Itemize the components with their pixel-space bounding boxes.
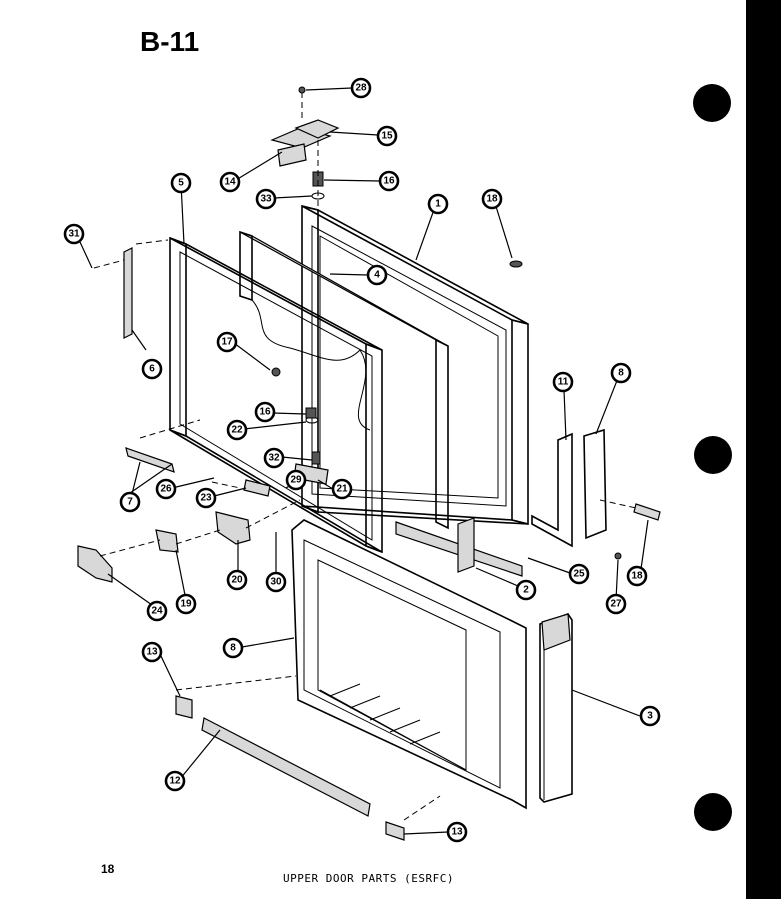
callout-23: 23 bbox=[195, 487, 217, 509]
page-number: 18 bbox=[101, 862, 115, 876]
callout-17: 17 bbox=[216, 331, 238, 353]
svg-text:6: 6 bbox=[149, 364, 155, 375]
punch-hole-bottom bbox=[694, 793, 732, 831]
svg-text:18: 18 bbox=[631, 571, 643, 582]
section-code: B-11 bbox=[140, 26, 200, 57]
punch-hole-middle bbox=[694, 436, 732, 474]
punch-hole-top bbox=[693, 84, 731, 122]
callout-5: 5 bbox=[170, 172, 192, 194]
svg-text:26: 26 bbox=[160, 484, 172, 495]
trim-clip bbox=[633, 503, 661, 521]
svg-text:8: 8 bbox=[230, 643, 236, 654]
svg-text:12: 12 bbox=[169, 776, 181, 787]
svg-text:15: 15 bbox=[381, 131, 393, 142]
callout-18-top: 18 bbox=[481, 188, 503, 210]
svg-text:13: 13 bbox=[451, 827, 463, 838]
svg-text:13: 13 bbox=[146, 647, 158, 658]
diagram-caption: UPPER DOOR PARTS (ESRFC) bbox=[283, 872, 454, 885]
door-gasket-frame bbox=[169, 236, 383, 554]
callout-27: 27 bbox=[605, 593, 627, 615]
side-trim-strip bbox=[123, 247, 133, 339]
lower-trim-bar bbox=[201, 717, 371, 817]
svg-text:4: 4 bbox=[374, 270, 380, 281]
callout-14: 14 bbox=[219, 171, 241, 193]
callout-18-right: 18 bbox=[626, 565, 648, 587]
top-hinge-assembly bbox=[270, 86, 340, 210]
screw-plug bbox=[509, 260, 523, 268]
lower-hinge-assembly bbox=[77, 367, 329, 583]
svg-text:1: 1 bbox=[435, 199, 441, 210]
svg-text:25: 25 bbox=[573, 569, 585, 580]
callout-33: 33 bbox=[255, 188, 277, 210]
svg-text:18: 18 bbox=[486, 194, 498, 205]
callout-29: 29 bbox=[285, 469, 307, 491]
lower-corner-cap bbox=[175, 695, 193, 719]
right-brace bbox=[583, 428, 607, 540]
side-panel bbox=[539, 613, 573, 803]
callout-30: 30 bbox=[265, 571, 287, 593]
callout-32: 32 bbox=[263, 447, 285, 469]
callout-7: 7 bbox=[119, 491, 141, 513]
callout-1: 1 bbox=[427, 193, 449, 215]
bottom-channel bbox=[457, 517, 475, 573]
callout-24: 24 bbox=[146, 600, 168, 622]
svg-text:3: 3 bbox=[647, 711, 653, 722]
right-bracket bbox=[531, 432, 573, 548]
callout-28: 28 bbox=[350, 77, 372, 99]
lower-end-cap bbox=[385, 821, 405, 841]
callout-13-bottom: 13 bbox=[446, 821, 468, 843]
callout-2: 2 bbox=[515, 579, 537, 601]
callout-6: 6 bbox=[141, 358, 163, 380]
callout-4: 4 bbox=[366, 264, 388, 286]
door-liner bbox=[291, 519, 527, 810]
callout-3: 3 bbox=[639, 705, 661, 727]
svg-text:14: 14 bbox=[224, 177, 236, 188]
callout-19: 19 bbox=[175, 593, 197, 615]
callout-12: 12 bbox=[164, 770, 186, 792]
callout-9: 8 bbox=[610, 362, 632, 384]
svg-text:31: 31 bbox=[68, 229, 80, 240]
callout-16-lower: 16 bbox=[254, 401, 276, 423]
svg-text:5: 5 bbox=[178, 178, 184, 189]
callout-13-left: 13 bbox=[141, 641, 163, 663]
svg-text:23: 23 bbox=[200, 493, 212, 504]
door-insulation bbox=[239, 230, 449, 530]
bottom-trim-strip bbox=[125, 447, 175, 473]
svg-text:8: 8 bbox=[618, 368, 624, 379]
svg-text:33: 33 bbox=[260, 194, 272, 205]
page-edge-bar bbox=[746, 0, 781, 899]
svg-text:32: 32 bbox=[268, 453, 280, 464]
callout-21: 21 bbox=[331, 478, 353, 500]
svg-text:16: 16 bbox=[259, 407, 271, 418]
outer-door-panel bbox=[301, 204, 529, 526]
svg-text:21: 21 bbox=[336, 484, 348, 495]
svg-text:27: 27 bbox=[610, 599, 622, 610]
svg-text:24: 24 bbox=[151, 606, 163, 617]
svg-text:20: 20 bbox=[231, 575, 243, 586]
callout-11: 11 bbox=[552, 371, 574, 393]
callout-8: 8 bbox=[222, 637, 244, 659]
clip-screw bbox=[614, 552, 622, 560]
svg-text:17: 17 bbox=[221, 337, 233, 348]
svg-text:28: 28 bbox=[355, 83, 367, 94]
svg-text:29: 29 bbox=[290, 475, 302, 486]
svg-text:30: 30 bbox=[270, 577, 282, 588]
callout-25: 25 bbox=[568, 563, 590, 585]
svg-text:2: 2 bbox=[523, 585, 529, 596]
svg-text:16: 16 bbox=[383, 176, 395, 187]
callout-31: 31 bbox=[63, 223, 85, 245]
svg-text:7: 7 bbox=[127, 497, 133, 508]
svg-text:19: 19 bbox=[180, 599, 192, 610]
svg-text:11: 11 bbox=[558, 377, 569, 388]
svg-text:22: 22 bbox=[231, 425, 243, 436]
callout-16: 16 bbox=[378, 170, 400, 192]
callout-26: 26 bbox=[155, 478, 177, 500]
callout-20: 20 bbox=[226, 569, 248, 591]
callout-22: 22 bbox=[226, 419, 248, 441]
callout-15: 15 bbox=[376, 125, 398, 147]
